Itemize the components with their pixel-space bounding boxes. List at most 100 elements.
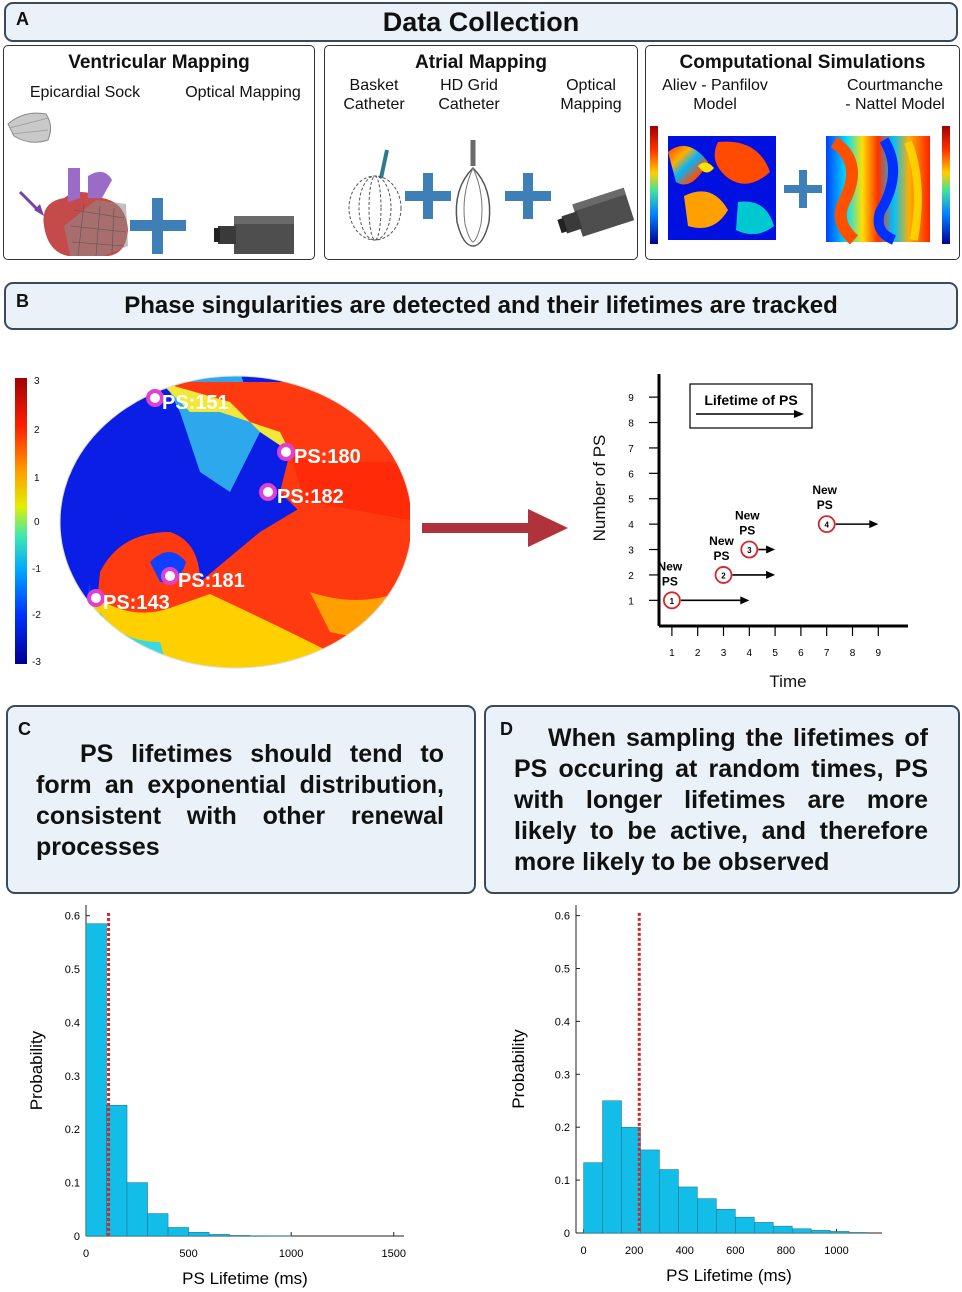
histogram-bar (640, 1149, 660, 1234)
x-tick-label: 7 (824, 648, 830, 659)
histogram-bar (810, 1230, 831, 1234)
histogram-bar (188, 1232, 210, 1237)
new-ps-label: New (709, 534, 734, 548)
atrial-optical-mapping-label: Optical Mapping (560, 77, 622, 113)
ps-marker-181 (161, 567, 179, 585)
panel-d-textbox: D When sampling the lifetimes of PS occu… (484, 705, 960, 894)
y-tick-label: 8 (628, 419, 634, 430)
ps-lifetime-arrow-head (869, 520, 879, 529)
y-tick-label: 0.1 (555, 1175, 570, 1187)
ps-event-circle (714, 566, 733, 584)
new-ps-label: New (658, 559, 683, 573)
hd-grid-catheter-icon (455, 140, 491, 247)
aliev-panfilov-label: Aliev - Panfilov Model (662, 77, 768, 113)
ps-event-id: 1 (670, 597, 675, 606)
flow-arrow-icon (422, 509, 568, 547)
ps-event-circle (817, 515, 836, 534)
ventricular-mapping-panel: Ventricular Mapping Epicardial Sock Opti… (3, 45, 315, 260)
histogram-bar (659, 1169, 679, 1234)
y-tick-label: 0.6 (555, 911, 570, 923)
y-tick-label: 0.2 (65, 1124, 80, 1136)
ps-label-182: PS:182 (277, 486, 344, 508)
histogram-bar (621, 1126, 641, 1234)
y-tick-label: 0.5 (65, 964, 80, 976)
x-tick-label: 0 (581, 1245, 587, 1257)
ps-event-id: 2 (721, 571, 726, 580)
x-axis-label: PS Lifetime (ms) (182, 1269, 308, 1288)
y-tick-label: 0.3 (555, 1069, 570, 1081)
histogram-bar (678, 1186, 698, 1234)
new-ps-label: New (812, 483, 837, 497)
x-tick-label: 800 (777, 1245, 795, 1257)
y-axis-label: Probability (509, 1029, 528, 1109)
histogram-bar (229, 1235, 251, 1237)
computational-simulations-panel: Computational Simulations Aliev - Panfil… (645, 45, 960, 260)
histogram-bar (716, 1208, 736, 1234)
computational-simulations-title: Computational Simulations (679, 52, 926, 73)
x-tick-label: 1500 (381, 1248, 405, 1260)
histogram-bar (602, 1100, 622, 1234)
new-ps-label: PS (713, 549, 729, 563)
colorbar-tick: 0 (34, 517, 40, 528)
x-tick-label: 500 (179, 1248, 197, 1260)
panel-c-letter: C (18, 719, 31, 739)
heart-illustration (7, 112, 128, 256)
legend-box (689, 383, 813, 429)
optical-camera-icon (557, 187, 635, 237)
ps-label-180: PS:180 (294, 446, 361, 468)
y-tick-label: 9 (628, 393, 634, 404)
panel-d-text: When sampling the lifetimes of PS occuri… (514, 724, 928, 876)
panel-a-title: Data Collection (382, 7, 580, 37)
ps-marker-143 (87, 589, 105, 607)
panel-b-letter: B (16, 291, 29, 311)
panel-c-textbox: C PS lifetimes should tend to form an ex… (6, 705, 476, 894)
histogram-bar (735, 1216, 755, 1234)
histogram-bar (167, 1227, 189, 1237)
plus-icon (130, 198, 186, 254)
y-axis-label: Probability (27, 1030, 46, 1110)
y-tick-label: 0.4 (555, 1016, 570, 1028)
y-tick-label: 1 (628, 596, 634, 607)
basket-catheter-icon (348, 149, 402, 241)
histogram-bar (829, 1231, 850, 1234)
panel-b-banner: B Phase singularities are detected and t… (4, 282, 958, 330)
y-tick-label: 7 (628, 444, 634, 455)
x-tick-label: 200 (625, 1245, 643, 1257)
colorbar-tick: -3 (32, 657, 41, 668)
histogram-bar (697, 1198, 717, 1234)
ps-label-143: PS:143 (103, 592, 170, 614)
epicardial-sock-label: Epicardial Sock (29, 84, 141, 101)
optical-mapping-label: Optical Mapping (185, 84, 301, 101)
lifetime-ylabel: Number of PS (590, 434, 609, 542)
ps-marker-182 (259, 483, 277, 501)
y-tick-label: 0 (564, 1228, 570, 1240)
x-tick-label: 5 (772, 648, 778, 659)
atrial-mapping-title: Atrial Mapping (415, 52, 547, 73)
ps-lifetime-arrow-head (740, 596, 750, 605)
histogram-bar (106, 1104, 128, 1237)
legend-arrow-head (794, 410, 804, 418)
y-tick-label: 0 (74, 1231, 80, 1243)
x-tick-label: 8 (850, 648, 856, 659)
ps-event-id: 3 (747, 546, 752, 555)
phase-map-figure (15, 375, 410, 669)
ps-label-151: PS:151 (162, 392, 229, 414)
panel-a-banner: A Data Collection (4, 2, 958, 42)
ps-markers (87, 389, 295, 607)
ps-label-181: PS:181 (178, 570, 245, 592)
phase-colorbar-ticks: 3 2 1 0 -1 -2 -3 (32, 372, 54, 676)
y-tick-label: 6 (628, 469, 634, 480)
panel-b-title: Phase singularities are detected and the… (124, 292, 838, 319)
histogram-bar (85, 923, 107, 1237)
colorbar-tick: 2 (34, 425, 40, 436)
histogram-bar (147, 1213, 169, 1237)
courtmanche-nattel-simulation-map (826, 126, 950, 245)
y-tick-label: 4 (628, 520, 634, 531)
histogram-bar (848, 1232, 869, 1234)
x-axis-label: PS Lifetime (ms) (666, 1266, 792, 1285)
colorbar-tick: -1 (32, 564, 41, 575)
ventricular-mapping-title: Ventricular Mapping (68, 52, 250, 73)
ps-event-circle (740, 540, 759, 559)
